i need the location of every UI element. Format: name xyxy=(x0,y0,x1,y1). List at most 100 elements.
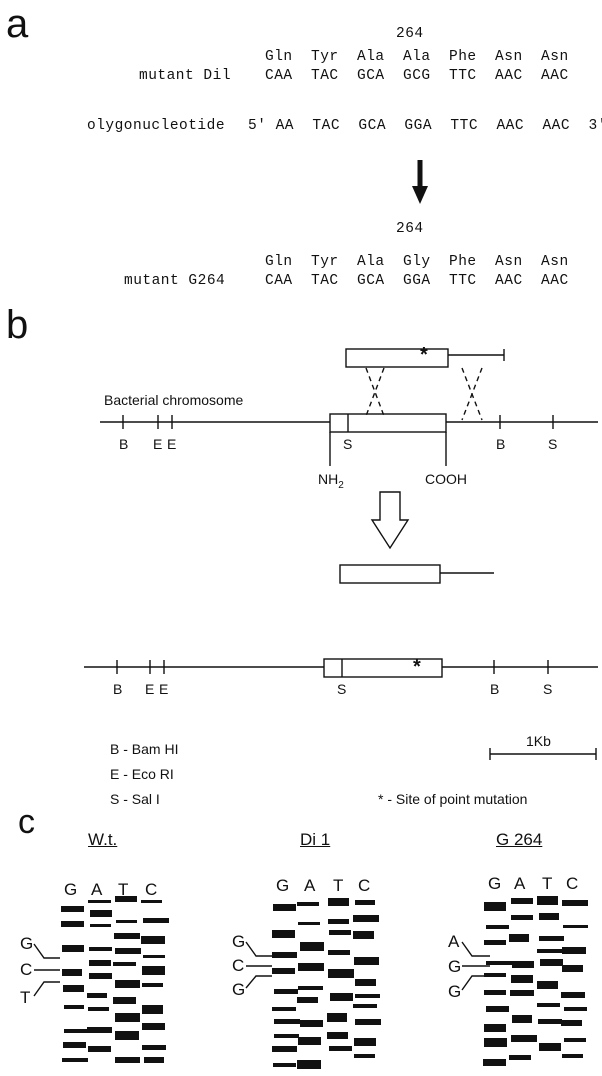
gel-band-2-1-2 xyxy=(509,934,529,942)
gel-band-1-0-8 xyxy=(272,1046,297,1052)
gel-band-1-1-2 xyxy=(300,942,324,951)
gel-band-0-2-1 xyxy=(116,920,137,923)
gel-band-2-0-4 xyxy=(484,973,506,977)
gel-band-1-3-6 xyxy=(353,1004,377,1008)
gel-band-2-1-4 xyxy=(511,975,533,983)
gel-band-0-0-1 xyxy=(61,921,84,927)
gel-band-2-0-7 xyxy=(484,1024,506,1032)
gel-band-0-3-9 xyxy=(144,1057,164,1063)
gel-band-2-0-9 xyxy=(483,1059,506,1066)
gel-band-2-2-2 xyxy=(539,936,564,941)
gel-band-1-0-1 xyxy=(272,930,295,938)
gel-band-2-1-8 xyxy=(509,1055,531,1060)
gel-band-2-1-1 xyxy=(511,915,533,920)
gel-band-2-0-0 xyxy=(484,902,506,911)
gel-band-1-0-6 xyxy=(274,1019,300,1024)
gel-band-1-3-1 xyxy=(353,915,379,922)
gel-band-0-2-5 xyxy=(115,980,140,988)
gel-band-2-3-6 xyxy=(561,1020,582,1026)
gel-band-0-3-4 xyxy=(142,966,165,975)
gel-band-0-3-0 xyxy=(141,900,162,903)
gel-band-1-2-2 xyxy=(329,930,351,935)
gel-band-0-2-2 xyxy=(114,933,140,939)
gel-band-2-0-1 xyxy=(486,925,509,929)
gel-band-0-1-3 xyxy=(89,947,112,951)
gel-band-1-3-0 xyxy=(355,900,375,905)
gel-band-0-0-4 xyxy=(63,985,84,992)
gel-band-2-0-2 xyxy=(484,940,506,945)
gel-band-1-2-5 xyxy=(330,993,353,1001)
gel-band-1-1-8 xyxy=(297,1060,321,1069)
gel-band-1-0-4 xyxy=(274,989,298,994)
gel-band-0-1-2 xyxy=(90,924,111,927)
gel-band-0-2-6 xyxy=(113,997,136,1004)
gel-band-1-3-2 xyxy=(353,931,374,939)
gel-band-0-3-8 xyxy=(142,1045,166,1050)
gel-band-1-0-0 xyxy=(273,904,296,911)
gel-band-1-0-5 xyxy=(272,1007,296,1011)
gel-band-1-2-6 xyxy=(327,1013,347,1022)
gel-band-2-2-7 xyxy=(538,1019,562,1024)
gel-band-2-3-8 xyxy=(562,1054,583,1058)
gel-band-1-1-0 xyxy=(297,902,319,906)
gel-band-0-1-7 xyxy=(88,1007,109,1011)
gel-band-2-3-2 xyxy=(562,947,586,954)
gel-band-0-2-3 xyxy=(115,948,141,954)
gel-band-0-1-5 xyxy=(89,973,112,979)
gel-band-1-0-3 xyxy=(272,968,295,974)
gel-band-1-3-3 xyxy=(354,957,379,965)
gel-band-2-0-5 xyxy=(484,990,506,995)
gel-band-1-1-6 xyxy=(300,1020,323,1027)
gel-band-1-2-1 xyxy=(328,919,349,924)
gel-band-1-3-8 xyxy=(354,1038,376,1046)
gel-band-0-2-4 xyxy=(113,962,136,966)
gel-band-2-2-5 xyxy=(537,981,558,989)
gel-band-2-2-3 xyxy=(537,949,562,953)
gel-wt-brackets xyxy=(34,944,60,996)
gel-band-0-1-0 xyxy=(88,900,111,903)
gel-g264-brackets xyxy=(462,942,490,990)
gel-band-0-2-0 xyxy=(115,896,137,902)
gel-band-0-1-4 xyxy=(89,960,111,966)
gel-band-2-1-0 xyxy=(511,898,533,904)
gel-band-1-3-9 xyxy=(354,1054,375,1058)
gel-band-2-3-3 xyxy=(562,965,583,972)
gel-band-0-1-1 xyxy=(90,910,112,917)
gel-band-1-0-2 xyxy=(272,952,297,958)
gel-band-2-0-6 xyxy=(486,1006,509,1012)
gel-band-0-1-9 xyxy=(88,1046,111,1052)
gel-band-0-0-6 xyxy=(64,1029,87,1033)
gel-band-0-3-6 xyxy=(142,1005,163,1014)
gel-band-1-2-0 xyxy=(328,898,349,906)
gel-band-2-1-3 xyxy=(512,961,534,968)
gel-band-2-2-6 xyxy=(537,1003,560,1007)
gel-band-0-1-6 xyxy=(87,993,107,998)
gel-band-2-1-5 xyxy=(510,990,534,996)
gel-band-2-1-6 xyxy=(512,1015,532,1023)
gel-band-1-1-1 xyxy=(298,922,320,925)
gel-band-1-0-7 xyxy=(274,1034,299,1038)
gel-bands xyxy=(61,896,588,1069)
gel-band-0-3-1 xyxy=(143,918,169,923)
gel-band-0-0-0 xyxy=(61,906,84,912)
gel-band-2-2-0 xyxy=(537,896,558,905)
gel-band-0-3-5 xyxy=(142,983,163,987)
gel-band-0-0-3 xyxy=(62,969,82,976)
gel-band-0-0-7 xyxy=(63,1042,86,1048)
gel-band-0-3-7 xyxy=(142,1023,165,1030)
gel-band-2-3-1 xyxy=(563,925,588,928)
gel-band-1-1-5 xyxy=(297,997,318,1003)
gel-band-2-2-4 xyxy=(540,959,563,966)
gel-band-1-0-9 xyxy=(273,1063,296,1067)
gel-band-2-2-8 xyxy=(539,1043,561,1051)
gel-band-2-2-1 xyxy=(539,913,559,920)
gel-band-0-3-2 xyxy=(141,936,165,944)
gel-band-1-2-4 xyxy=(328,969,354,978)
gel-band-2-3-7 xyxy=(564,1038,586,1042)
gel-band-0-0-2 xyxy=(62,945,84,952)
gel-band-1-1-4 xyxy=(298,986,323,990)
gel-band-2-0-8 xyxy=(484,1038,507,1047)
gel-band-0-2-7 xyxy=(115,1013,140,1022)
gel-band-0-3-3 xyxy=(143,955,165,958)
gel-band-1-2-7 xyxy=(327,1032,348,1039)
